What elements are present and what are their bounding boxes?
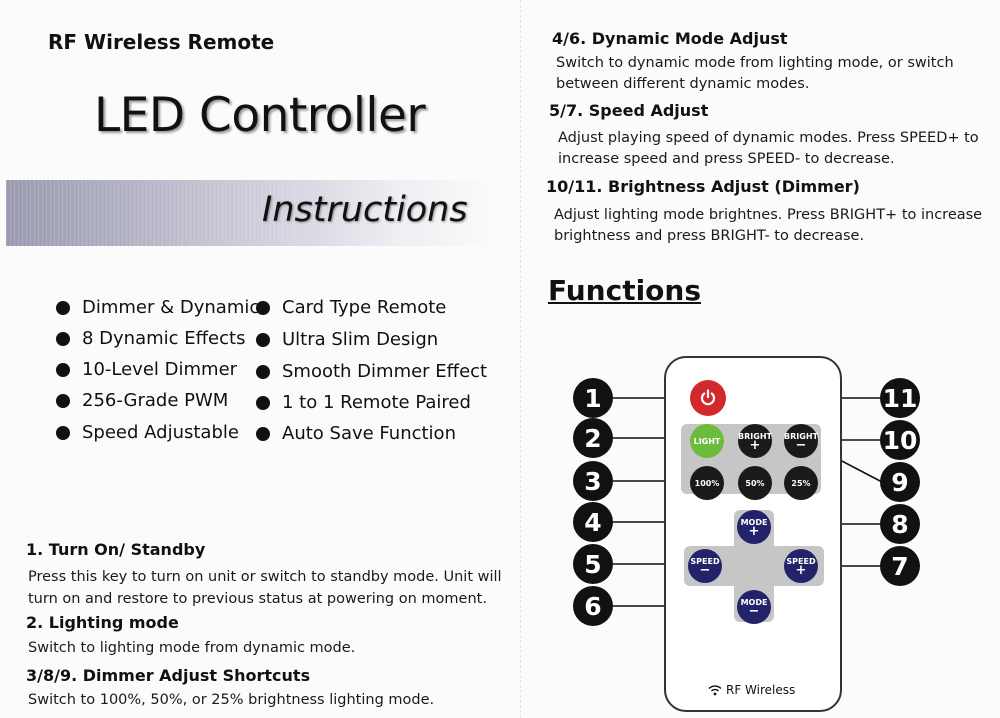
power-button[interactable] — [690, 380, 726, 416]
page-title: LED Controller — [94, 88, 426, 143]
callout-badge-11: 11 — [880, 378, 920, 418]
bullet-icon — [56, 331, 70, 346]
section-heading: 10/11. Brightness Adjust (Dimmer) — [546, 177, 860, 196]
section-heading: 1. Turn On/ Standby — [26, 540, 206, 559]
functions-heading: Functions — [548, 274, 702, 307]
callout-badge-8: 8 — [880, 504, 920, 544]
feature-item: Speed Adjustable — [56, 422, 239, 443]
callout-badge-2: 2 — [573, 418, 613, 458]
feature-item: Dimmer & Dynamic — [56, 297, 259, 318]
brand-title: RF Wireless Remote — [48, 30, 275, 54]
feature-item: 10-Level Dimmer — [56, 359, 237, 380]
feature-item: Ultra Slim Design — [256, 329, 438, 350]
section-text: brightness and press BRIGHT- to decrease… — [554, 228, 865, 244]
bright-plus-button[interactable]: BRIGHT+ — [738, 424, 772, 458]
section-heading: 3/8/9. Dimmer Adjust Shortcuts — [26, 666, 311, 685]
bullet-icon — [56, 393, 70, 408]
feature-item: 256-Grade PWM — [56, 390, 228, 411]
bright-minus-button[interactable]: BRIGHT− — [784, 424, 818, 458]
section-text: Switch to 100%, 50%, or 25% brightness l… — [28, 692, 435, 708]
callout-badge-9: 9 — [880, 462, 920, 502]
feature-item: 8 Dynamic Effects — [56, 328, 245, 349]
bullet-icon — [256, 332, 270, 347]
section-text: increase speed and press SPEED- to decre… — [558, 151, 895, 167]
section-text: Adjust lighting mode brightnes. Press BR… — [554, 207, 983, 223]
callout-badge-5: 5 — [573, 544, 613, 584]
section-text: between different dynamic modes. — [556, 76, 810, 92]
light-button[interactable]: LIGHT — [690, 424, 724, 458]
page-fold-divider — [520, 0, 521, 718]
power-icon — [700, 389, 716, 406]
callout-badge-6: 6 — [573, 586, 613, 626]
banner-texture — [6, 180, 306, 246]
callout-badge-10: 10 — [880, 420, 920, 460]
bullet-icon — [256, 426, 270, 441]
instructions-heading: Instructions — [262, 190, 468, 230]
section-text: Switch to dynamic mode from lighting mod… — [556, 55, 954, 71]
mode-plus-button[interactable]: MODE+ — [737, 510, 771, 544]
section-heading: 2. Lighting mode — [26, 613, 179, 632]
bullet-icon — [256, 300, 270, 315]
remote-footer: RF Wireless — [708, 683, 795, 697]
feature-item: Auto Save Function — [256, 423, 456, 444]
section-heading: 4/6. Dynamic Mode Adjust — [552, 29, 788, 48]
remote-control: LIGHT BRIGHT+ BRIGHT− 100% 50% 25% MODE+… — [664, 356, 842, 712]
feature-item: Smooth Dimmer Effect — [256, 361, 487, 382]
speed-plus-button[interactable]: SPEED+ — [784, 549, 818, 583]
section-text: Switch to lighting mode from dynamic mod… — [28, 640, 356, 656]
dim-25-button[interactable]: 25% — [784, 466, 818, 500]
callout-badge-1: 1 — [573, 378, 613, 418]
dim-50-button[interactable]: 50% — [738, 466, 772, 500]
bullet-icon — [56, 300, 70, 315]
feature-item: Card Type Remote — [256, 297, 446, 318]
bullet-icon — [256, 395, 270, 410]
callout-badge-7: 7 — [880, 546, 920, 586]
speed-minus-button[interactable]: SPEED− — [688, 549, 722, 583]
bullet-icon — [256, 364, 270, 379]
mode-minus-button[interactable]: MODE− — [737, 590, 771, 624]
section-text: Press this key to turn on unit or switch… — [28, 569, 502, 585]
dim-100-button[interactable]: 100% — [690, 466, 724, 500]
bullet-icon — [56, 362, 70, 377]
feature-item: 1 to 1 Remote Paired — [256, 392, 471, 413]
wifi-icon — [708, 685, 722, 696]
section-text: Adjust playing speed of dynamic modes. P… — [558, 130, 979, 146]
section-heading: 5/7. Speed Adjust — [549, 101, 709, 120]
callout-badge-4: 4 — [573, 502, 613, 542]
instructions-banner — [6, 180, 496, 246]
section-text: turn on and restore to previous status a… — [28, 591, 487, 607]
callout-badge-3: 3 — [573, 461, 613, 501]
bullet-icon — [56, 425, 70, 440]
